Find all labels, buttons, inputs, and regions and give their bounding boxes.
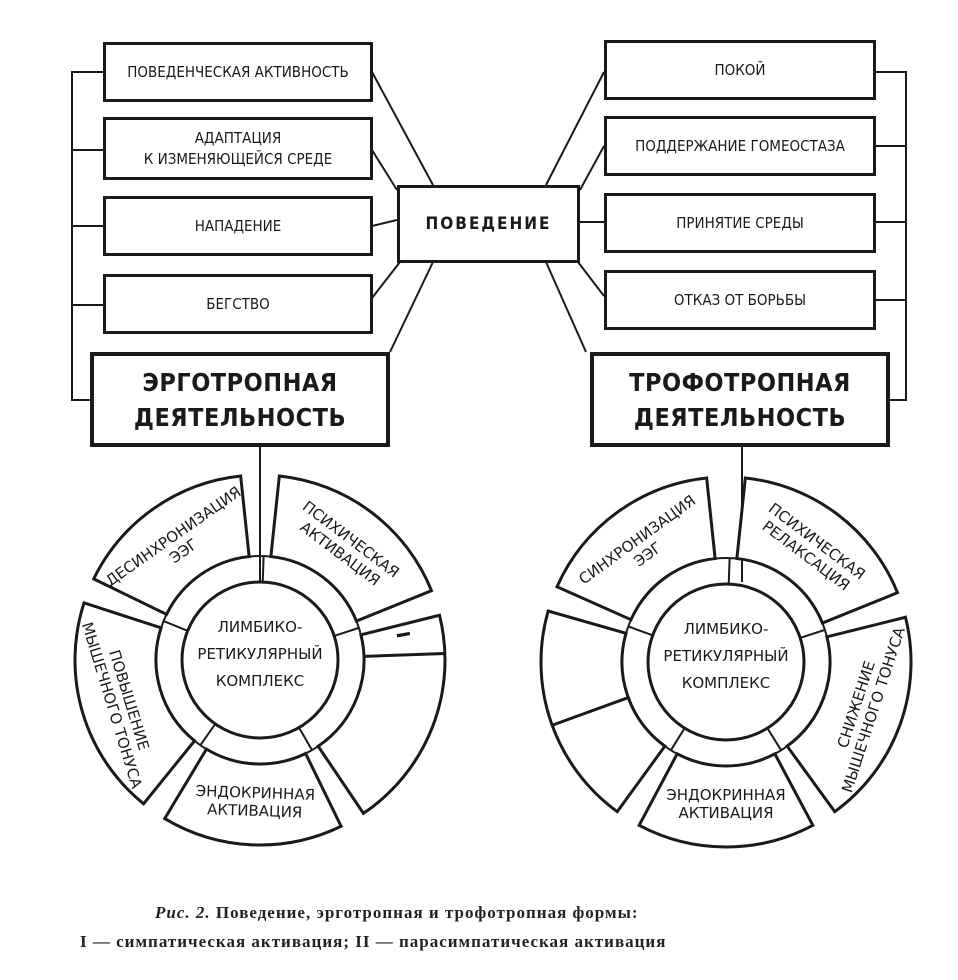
- flight-box: БЕГСТВО: [103, 274, 373, 334]
- behavior-center-box: ПОВЕДЕНИЕ: [397, 185, 580, 263]
- spoke-line: [670, 727, 686, 751]
- parasympathetic-segment: [539, 609, 667, 814]
- no-fight-box: ОТКАЗ ОТ БОРЬБЫ: [604, 270, 876, 330]
- sympathetic-divider: [363, 652, 445, 658]
- endocrine-activation-label: ЭНДОКРИННАЯАКТИВАЦИЯ: [195, 782, 316, 822]
- caption-text-1: Поведение, эрготропная и трофотропная фо…: [215, 903, 639, 922]
- figure-number: Рис. 2.: [155, 903, 211, 922]
- spoke-line: [199, 723, 217, 746]
- hub-circle: [180, 580, 340, 740]
- ergotropic-activity-box: ЭРГОТРОПНАЯ ДЕЯТЕЛЬНОСТЬ: [90, 352, 390, 447]
- spoke-line: [333, 626, 360, 637]
- sympathetic-marker: I: [391, 630, 413, 640]
- spoke-line: [261, 556, 265, 583]
- figure-caption-line2: I — симпатическая активация; II — параси…: [80, 932, 667, 951]
- inner-ring: [155, 555, 365, 765]
- homeostasis-box: ПОДДЕРЖАНИЕ ГОМЕОСТАЗА: [604, 116, 876, 176]
- spoke-line: [727, 558, 731, 585]
- figure-caption-line1: Рис. 2. Поведение, эрготропная и трофотр…: [155, 903, 958, 923]
- acceptance-box: ПРИНЯТИЕ СРЕДЫ: [604, 193, 876, 253]
- rest-box: ПОКОЙ: [604, 40, 876, 100]
- spoke-line: [766, 727, 782, 751]
- spoke-line: [298, 727, 313, 751]
- parasympathetic-divider: [551, 696, 629, 727]
- behavior-activity-box: ПОВЕДЕНЧЕСКАЯ АКТИВНОСТЬ: [103, 42, 373, 102]
- attack-box: НАПАДЕНИЕ: [103, 196, 373, 256]
- connector-lines: [71, 71, 907, 582]
- spoke-line: [627, 625, 654, 637]
- hub-circle: [646, 582, 806, 742]
- inner-ring: [621, 557, 831, 767]
- adaptation-box: АДАПТАЦИЯ К ИЗМЕНЯЮЩЕЙСЯ СРЕДЕ: [103, 117, 373, 180]
- spoke-line: [799, 628, 826, 639]
- trophotropic-activity-box: ТРОФОТРОПНАЯ ДЕЯТЕЛЬНОСТЬ: [590, 352, 890, 447]
- spoke-line: [163, 620, 189, 632]
